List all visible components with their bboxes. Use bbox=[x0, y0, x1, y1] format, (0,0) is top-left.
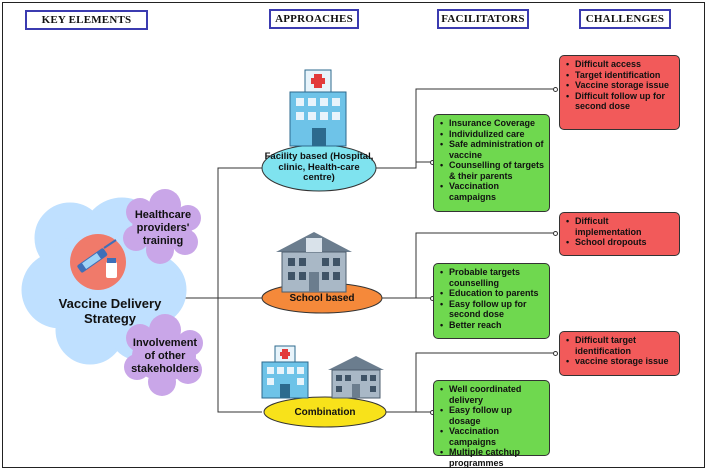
challenge-item: Difficult access bbox=[566, 59, 674, 70]
facilitator-item: Well coordinated delivery bbox=[440, 384, 544, 405]
combination-facilitators-box: Well coordinated delivery Easy follow up… bbox=[433, 380, 550, 468]
facilitator-item: Education to parents bbox=[440, 288, 544, 299]
facility-challenges-box: Difficult access Target identification V… bbox=[559, 55, 680, 130]
facilitator-item: Probable targets counselling bbox=[440, 267, 544, 288]
vaccine-icon bbox=[70, 234, 126, 290]
challenge-item: Difficult follow up for second dose bbox=[566, 91, 674, 112]
challenge-item: School dropouts bbox=[566, 237, 674, 248]
facilitator-item: Multiple catchup programmes bbox=[440, 447, 544, 468]
hospital-icon bbox=[289, 69, 347, 147]
challenge-item: Difficult implementation bbox=[566, 216, 674, 237]
facility-facilitators-box: Insurance Coverage Individulized care Sa… bbox=[433, 114, 550, 212]
challenge-item: Difficult target identification bbox=[566, 335, 674, 356]
header-approaches: APPROACHES bbox=[269, 9, 359, 29]
challenge-item: vaccine storage issue bbox=[566, 356, 674, 367]
facilitator-item: Easy follow up dosage bbox=[440, 405, 544, 426]
header-key-elements: KEY ELEMENTS bbox=[25, 10, 148, 30]
stakeholders-label: Involvement of other stakeholders bbox=[131, 337, 199, 375]
header-facilitators: FACILITATORS bbox=[437, 9, 529, 29]
stakeholders-cloud bbox=[124, 314, 203, 396]
facilitator-item: Insurance Coverage bbox=[440, 118, 544, 129]
figure-frame bbox=[2, 2, 705, 468]
challenge-item: Target identification bbox=[566, 70, 674, 81]
connector-dot bbox=[553, 351, 558, 356]
facilitator-item: Safe administration of vaccine bbox=[440, 139, 544, 160]
school-based-label: School based bbox=[289, 292, 355, 304]
school-challenges-box: Difficult implementation School dropouts bbox=[559, 212, 680, 256]
header-challenges: CHALLENGES bbox=[579, 9, 671, 29]
vaccine-delivery-strategy-label: Vaccine Delivery Strategy bbox=[58, 296, 162, 326]
training-cloud bbox=[123, 189, 201, 264]
combination-challenges-box: Difficult target identification vaccine … bbox=[559, 331, 680, 376]
hospital-icon-small bbox=[261, 345, 309, 399]
combination-ellipse bbox=[263, 396, 387, 428]
facilitator-item: Vaccination campaigns bbox=[440, 181, 544, 202]
facility-based-label: Facility based (Hospital, clinic, Health… bbox=[264, 151, 374, 184]
facilitator-item: Counselling of targets & their parents bbox=[440, 160, 544, 181]
school-icon bbox=[276, 232, 352, 293]
connector-dot bbox=[553, 231, 558, 236]
combination-label: Combination bbox=[294, 406, 356, 418]
facilitator-item: Easy follow up for second dose bbox=[440, 299, 544, 320]
challenge-item: Vaccine storage issue bbox=[566, 80, 674, 91]
facilitator-item: Better reach bbox=[440, 320, 544, 331]
facilitator-item: Vaccination campaigns bbox=[440, 426, 544, 447]
school-facilitators-box: Probable targets counselling Education t… bbox=[433, 263, 550, 339]
facilitator-item: Individulized care bbox=[440, 129, 544, 140]
connector-dot bbox=[553, 87, 558, 92]
school-icon-small bbox=[328, 356, 384, 399]
healthcare-training-label: Healthcare providers' training bbox=[134, 209, 192, 247]
